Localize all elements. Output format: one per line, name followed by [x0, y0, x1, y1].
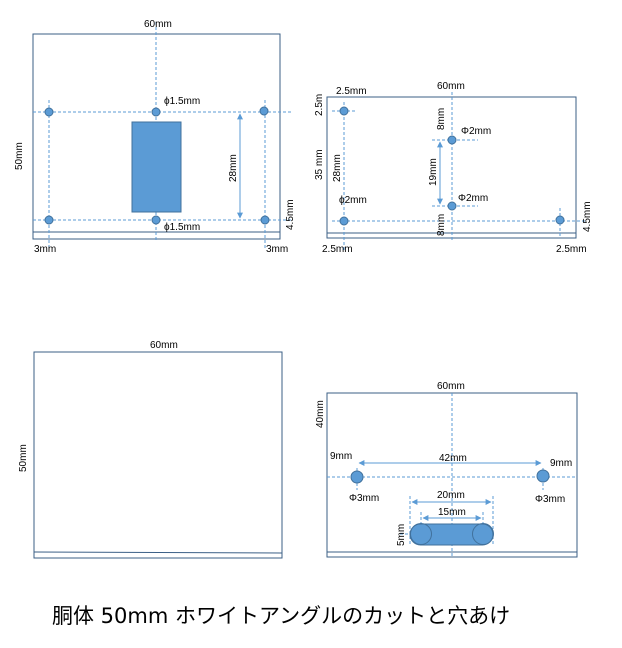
panel-b-right-offset-label: 2.5mm	[556, 244, 587, 255]
panel-d-hole	[350, 470, 364, 484]
panel-a-hole	[259, 106, 269, 116]
panel-b-width-label: 60mm	[437, 81, 465, 92]
panel-d-slot-height-label: 5mm	[396, 524, 407, 546]
panel-d-height-label: 40mm	[315, 400, 326, 428]
panel-c: 60mm 50mm	[18, 340, 283, 559]
panel-d-slot-end	[472, 523, 494, 545]
panel-b-hole	[339, 216, 349, 226]
panel-b-spacing-label: 19mm	[428, 158, 439, 186]
panel-d-left-hole-label: Φ3mm	[349, 493, 379, 504]
panel-d-hole	[536, 469, 550, 483]
panel-a-hole	[260, 215, 270, 225]
panel-b-right-edge-label: 4.5mm	[582, 201, 593, 232]
panel-a-width-label: 60mm	[144, 19, 172, 30]
panel-d-right-offset-label: 9mm	[550, 458, 572, 469]
panel-b-hole	[555, 215, 565, 225]
panel-a-bottom-hole-label: ϕ1.5mm	[164, 222, 200, 233]
panel-b-left-height-label: 35 mm	[314, 149, 325, 180]
panel-a-hole	[151, 215, 161, 225]
panel-c-width-label: 60mm	[150, 340, 178, 351]
panel-b-left-top-label: 2.5m	[314, 94, 325, 116]
panel-a-height-label: 50mm	[14, 142, 25, 170]
panel-a-vertical-label: 28mm	[228, 154, 239, 182]
panel-b-hole	[339, 106, 349, 116]
panel-b-center-bottom-label: 8mm	[436, 214, 447, 236]
panel-b-center-top-label: 8mm	[436, 108, 447, 130]
panel-a-hole	[44, 215, 54, 225]
panel-a-hole	[44, 107, 54, 117]
panel-d-left-offset-label: 9mm	[330, 451, 352, 462]
panel-a-hole	[151, 107, 161, 117]
panel-d-slot	[409, 523, 494, 546]
panel-c-outline	[33, 351, 283, 559]
panel-a-rectangular-cutout	[131, 121, 182, 213]
panel-a-right-edge-label: 4.5mm	[285, 199, 296, 230]
panel-b-hole	[447, 135, 457, 145]
panel-b-hole	[447, 201, 457, 211]
panel-a-left-offset-label: 3mm	[34, 244, 56, 255]
panel-a-right-offset-label: 3mm	[266, 244, 288, 255]
panel-b-left-inner-label: 28mm	[332, 154, 343, 182]
panel-b-left-hole-label: ϕ2mm	[339, 195, 367, 206]
panel-d-width-label: 60mm	[437, 381, 465, 392]
panel-d-right-hole-label: Φ3mm	[535, 494, 565, 505]
panel-a: 60mm 50mm ϕ1.5mm ϕ1.5mm 28mm 4.5mm 3mm 3…	[14, 19, 296, 255]
panel-b-left-offset-label: 2.5mm	[322, 244, 353, 255]
panel-d-span-label: 42mm	[439, 453, 467, 464]
panel-b-top-offset-label: 2.5mm	[336, 86, 367, 97]
panel-d: 60mm 40mm 9mm 42mm 9mm Φ3mm Φ3mm 20mm 15…	[315, 381, 578, 558]
diagram-caption: 胴体 50mm ホワイトアングルのカットと穴あけ	[52, 604, 510, 628]
panel-c-bottom-edge	[33, 551, 283, 554]
panel-d-slot-outer-label: 20mm	[437, 490, 465, 501]
panel-d-slot-inner-label: 15mm	[438, 507, 466, 518]
panel-c-height-label: 50mm	[18, 444, 29, 472]
panel-a-top-hole-label: ϕ1.5mm	[164, 96, 200, 107]
panel-b: 60mm 2.5mm 2.5m 35 mm 28mm ϕ2mm 8mm Φ2mm…	[314, 81, 593, 255]
panel-b-lower-hole-label: Φ2mm	[458, 193, 488, 204]
panel-d-slot-end	[410, 523, 432, 545]
panel-b-upper-hole-label: Φ2mm	[461, 126, 491, 137]
